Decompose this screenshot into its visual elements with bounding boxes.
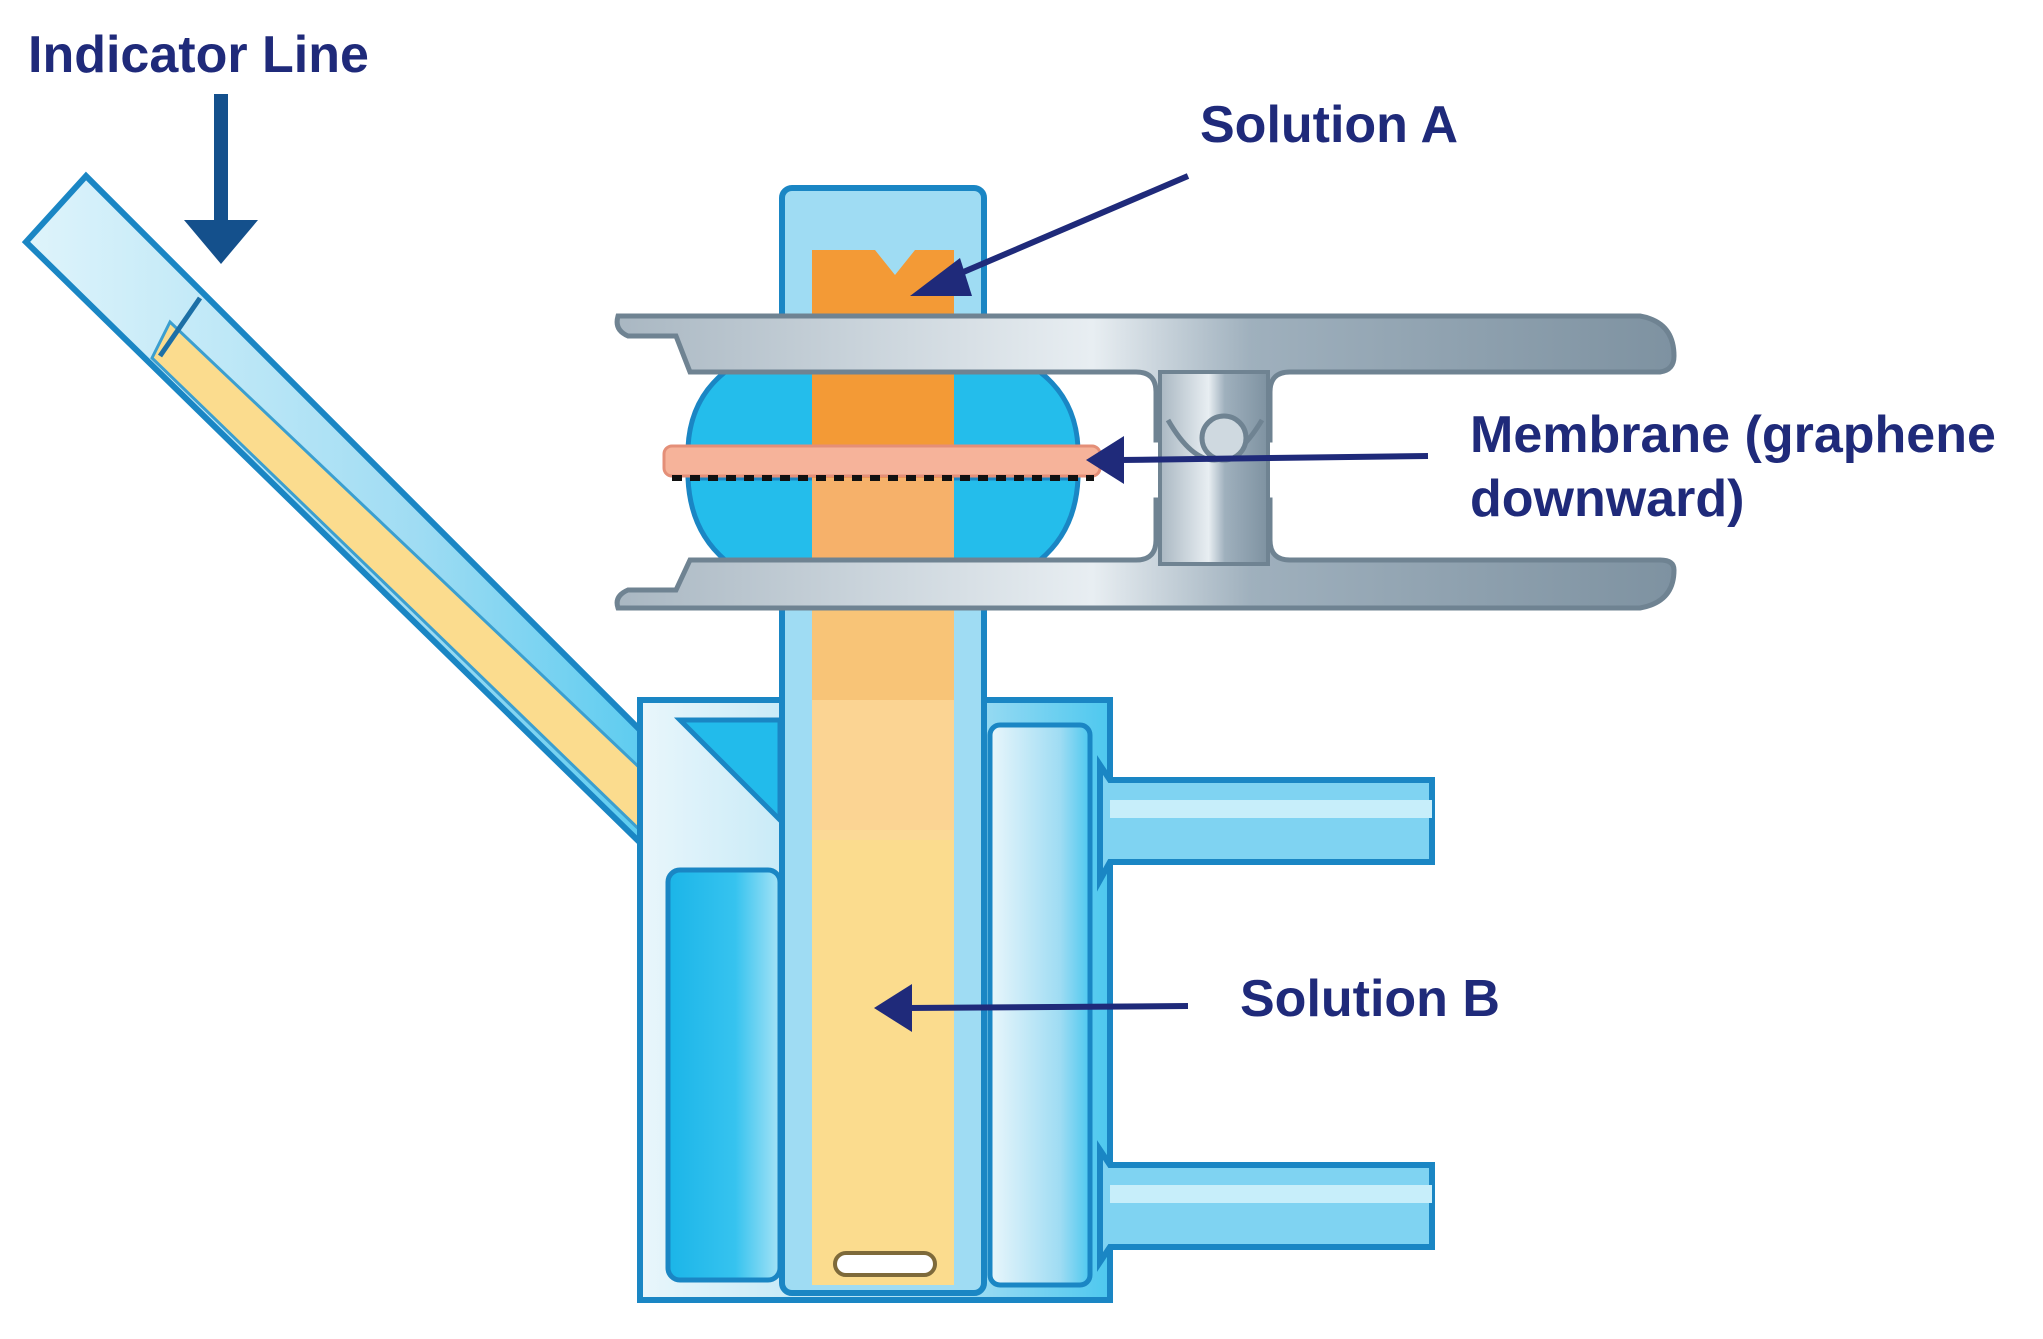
- membrane: [662, 444, 1102, 481]
- clamp-hinge-pin: [1199, 413, 1249, 463]
- water-port-lower: [1097, 1140, 1435, 1272]
- membrane-arrow-head: [1086, 436, 1124, 484]
- solution-b-arrow-shaft: [907, 1003, 1189, 1011]
- clamp-lower-jaw: [614, 497, 1677, 611]
- indicator-line-mark: [157, 296, 203, 358]
- solution-b-arrow-head: [874, 984, 912, 1032]
- indicator-line-label: Indicator Line: [28, 26, 369, 84]
- membrane-strip: [662, 444, 1102, 478]
- clamp-hinge-block: [1158, 370, 1270, 566]
- clamp-upper-jaw: [614, 313, 1677, 443]
- jacket-inner-left: [665, 867, 783, 1283]
- stir-bar: [833, 1251, 937, 1277]
- water-port-lower-highlight: [1110, 1185, 1432, 1203]
- water-port-upper-highlight: [1110, 800, 1432, 818]
- pinch-clamp: [614, 313, 1677, 611]
- solution-a-label: Solution A: [1200, 96, 1458, 154]
- solution-a-arrow-shaft: [938, 173, 1190, 285]
- joint-bulb: [685, 369, 1081, 563]
- solution-b-label: Solution B: [1240, 970, 1500, 1028]
- indicator-arrow-head: [184, 220, 258, 264]
- water-port-upper: [1097, 755, 1435, 892]
- solution-a-arrow-head: [910, 258, 972, 296]
- joint-tube-lower-window: [812, 478, 954, 560]
- annotations: [184, 94, 1429, 1032]
- membrane-arrow-shaft: [1119, 453, 1429, 463]
- membrane-label-line2: downward): [1470, 470, 1744, 528]
- membrane-label-line1: Membrane (graphene: [1470, 406, 1996, 464]
- indicator-arrow-shaft: [214, 94, 228, 224]
- solution-gradient-zone-light: [812, 700, 954, 840]
